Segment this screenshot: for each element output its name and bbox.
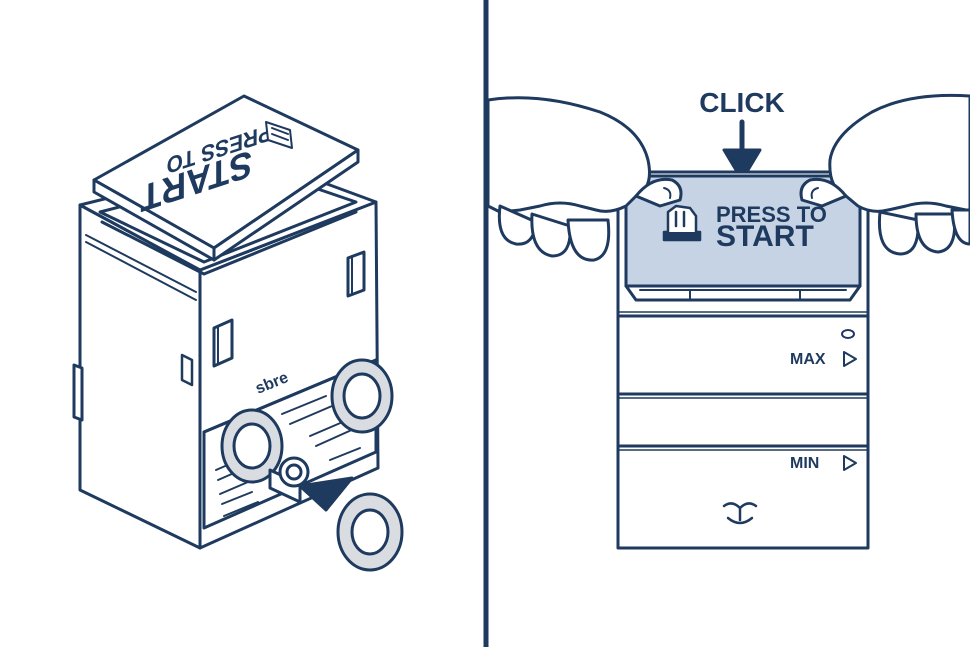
device-lid: PRESS TO START bbox=[92, 94, 360, 262]
left-hand bbox=[486, 96, 683, 262]
side-tab-upper bbox=[346, 250, 366, 298]
right-panel: CLICK bbox=[486, 87, 970, 550]
down-arrow-icon bbox=[722, 119, 762, 182]
hand-press-icon bbox=[662, 204, 702, 242]
max-label: MAX bbox=[790, 351, 826, 368]
hand-press-icon bbox=[265, 121, 293, 149]
right-triangle-icon bbox=[843, 455, 857, 471]
right-hand bbox=[799, 93, 970, 256]
knob-socket bbox=[268, 456, 310, 504]
press-text-line1: PRESS TO bbox=[716, 202, 827, 227]
down-arrow-icon bbox=[298, 476, 354, 512]
indicator-oval bbox=[841, 329, 855, 339]
left-panel: PRESS TO START bbox=[72, 94, 404, 572]
side-tab-lower bbox=[212, 318, 234, 368]
press-text-line2: START bbox=[716, 220, 814, 253]
min-label: MIN bbox=[790, 455, 819, 472]
whale-tail-icon bbox=[722, 502, 758, 525]
right-triangle-icon bbox=[843, 351, 857, 367]
ring-knob-icon bbox=[336, 492, 404, 572]
knob-right bbox=[330, 358, 394, 434]
click-label: CLICK bbox=[699, 87, 785, 118]
knob-left bbox=[220, 408, 284, 484]
